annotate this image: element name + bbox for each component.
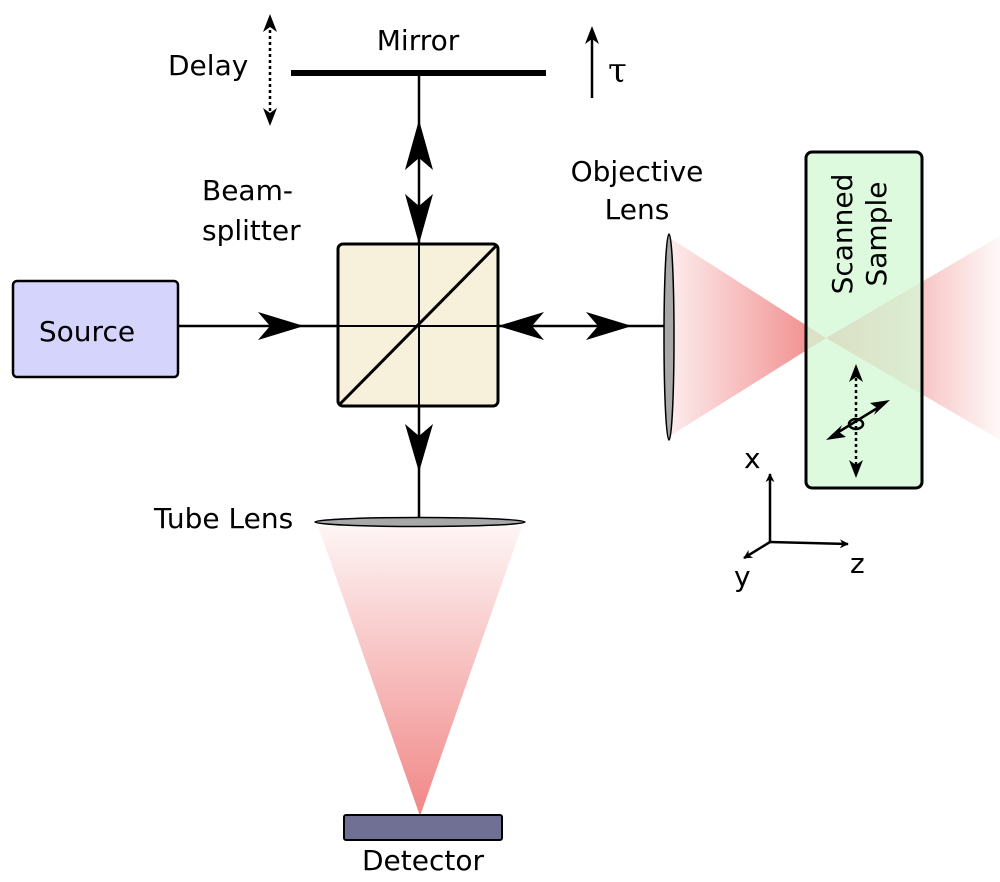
delay-arrowhead-down — [263, 108, 277, 126]
source-box — [11, 279, 180, 379]
objective-label-line1: Objective — [571, 155, 704, 188]
delay-arrowhead-up — [263, 14, 277, 32]
axis-z-line — [769, 539, 849, 549]
tube-lens-label: Tube Lens — [153, 502, 293, 535]
scan-motion-icon — [826, 364, 890, 478]
axis-x-label: x — [744, 442, 761, 475]
objective-lens — [663, 233, 675, 441]
detector-label: Detector — [362, 844, 484, 877]
objective-label-line2: Lens — [605, 193, 670, 226]
mirror-beam-arrowhead-down — [405, 194, 433, 244]
beamsplitter-label-line1: Beam- — [202, 174, 293, 207]
tau-label: τ — [608, 51, 627, 91]
svg-text:Scanned: Scanned — [826, 174, 859, 295]
tube-beam-arrowhead — [405, 424, 433, 472]
beamsplitter-label-line2: splitter — [202, 214, 301, 247]
tube-lens — [314, 516, 526, 528]
delay-label: Delay — [168, 49, 248, 82]
mirror-label: Mirror — [377, 24, 460, 57]
objective-beam-arrowhead-left — [498, 312, 544, 340]
coordinate-axes: x z y — [734, 442, 865, 593]
scanned-sample-label: Scanned Sample — [826, 174, 893, 295]
source-label: Source — [39, 315, 135, 348]
mirror-beam-arrowhead-up — [405, 120, 433, 170]
source-beam-arrowhead — [258, 312, 304, 340]
axis-y-label: y — [734, 560, 751, 593]
axis-y-line — [743, 540, 771, 560]
axis-z-label: z — [850, 547, 865, 580]
objective-focus-beam-left — [670, 238, 826, 436]
detector — [343, 814, 503, 841]
svg-text:Sample: Sample — [860, 182, 893, 287]
scanned-sample-box — [804, 150, 924, 490]
objective-beam-arrowhead-right — [586, 312, 632, 340]
tau-arrowhead — [585, 26, 599, 44]
tube-lens-beam — [318, 526, 522, 816]
